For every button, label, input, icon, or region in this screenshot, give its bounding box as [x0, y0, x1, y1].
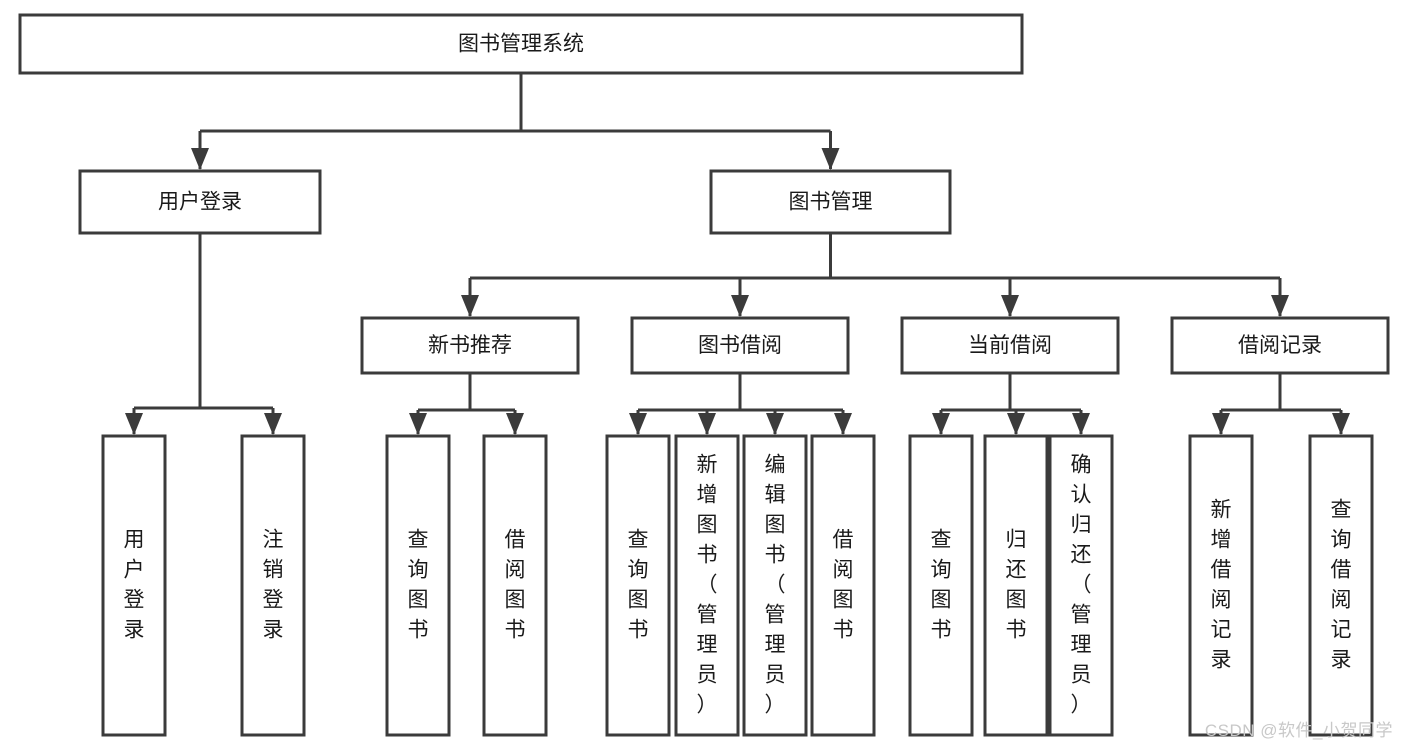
node-label-leaf-add-record: 新增借阅记录 [1211, 498, 1232, 671]
node-leaf-query-book-cur[interactable]: 查询图书 [908, 434, 974, 737]
node-label-leaf-query-book-rec: 查询图书 [408, 528, 429, 641]
arrow-head [834, 413, 852, 435]
arrow-head [629, 413, 647, 435]
arrow-head [932, 413, 950, 435]
node-label-user-login: 用户登录 [158, 191, 242, 214]
node-box-leaf-query-book-rec[interactable] [385, 434, 451, 737]
node-borrow-record[interactable]: 借阅记录 [1170, 316, 1390, 375]
node-box-leaf-add-record[interactable] [1188, 434, 1254, 737]
node-label-leaf-return-book: 归还图书 [1006, 528, 1027, 641]
arrow-head [766, 413, 784, 435]
node-label-leaf-query-book-borrow: 查询图书 [628, 528, 649, 641]
node-label-leaf-edit-book: 编辑图书（管理员） [765, 453, 786, 716]
node-user-login[interactable]: 用户登录 [78, 169, 322, 235]
node-label-book-manage: 图书管理 [789, 191, 873, 214]
node-box-leaf-confirm-return[interactable] [1048, 434, 1114, 737]
node-leaf-confirm-return[interactable]: 确认归还（管理员） [1048, 434, 1114, 737]
node-label-book-borrow: 图书借阅 [698, 334, 782, 357]
node-label-root: 图书管理系统 [458, 33, 584, 56]
node-box-new-book-rec[interactable] [360, 316, 580, 375]
node-leaf-return-book[interactable]: 归还图书 [983, 434, 1049, 737]
node-label-leaf-borrow-book: 借阅图书 [833, 528, 854, 641]
arrow-head [125, 413, 143, 435]
node-leaf-user-logout[interactable]: 注销登录 [240, 434, 306, 737]
arrow-head [461, 295, 479, 317]
node-label-leaf-query-record: 查询借阅记录 [1331, 498, 1352, 671]
node-label-leaf-user-logout: 注销登录 [263, 528, 284, 641]
node-box-leaf-query-record[interactable] [1308, 434, 1374, 737]
node-leaf-borrow-book[interactable]: 借阅图书 [810, 434, 876, 737]
arrow-head [698, 413, 716, 435]
node-box-leaf-user-logout[interactable] [240, 434, 306, 737]
nodes-layer: 图书管理系统用户登录图书管理新书推荐图书借阅当前借阅借阅记录用户登录注销登录查询… [18, 13, 1390, 737]
node-label-leaf-confirm-return: 确认归还（管理员） [1071, 453, 1092, 716]
arrow-head [1001, 295, 1019, 317]
node-box-book-borrow[interactable] [630, 316, 850, 375]
node-box-book-manage[interactable] [709, 169, 952, 235]
node-box-leaf-query-book-cur[interactable] [908, 434, 974, 737]
arrow-head [1271, 295, 1289, 317]
node-box-borrow-record[interactable] [1170, 316, 1390, 375]
node-book-manage[interactable]: 图书管理 [709, 169, 952, 235]
arrow-head [1072, 413, 1090, 435]
arrow-head [264, 413, 282, 435]
node-box-leaf-query-book-borrow[interactable] [605, 434, 671, 737]
node-label-leaf-user-login: 用户登录 [124, 528, 145, 641]
node-box-leaf-borrow-book-rec[interactable] [482, 434, 548, 737]
node-label-leaf-borrow-book-rec: 借阅图书 [505, 528, 526, 641]
node-leaf-borrow-book-rec[interactable]: 借阅图书 [482, 434, 548, 737]
node-book-borrow[interactable]: 图书借阅 [630, 316, 850, 375]
node-label-borrow-record: 借阅记录 [1238, 334, 1322, 357]
node-box-leaf-user-login[interactable] [101, 434, 167, 737]
watermark-text: CSDN @软件_小贺同学 [1204, 721, 1393, 740]
arrow-head [409, 413, 427, 435]
node-leaf-edit-book[interactable]: 编辑图书（管理员） [742, 434, 808, 737]
node-label-new-book-rec: 新书推荐 [428, 334, 512, 357]
node-box-user-login[interactable] [78, 169, 322, 235]
node-current-borrow[interactable]: 当前借阅 [900, 316, 1120, 375]
node-box-leaf-borrow-book[interactable] [810, 434, 876, 737]
node-leaf-user-login[interactable]: 用户登录 [101, 434, 167, 737]
node-label-leaf-add-book: 新增图书（管理员） [697, 453, 718, 716]
node-label-current-borrow: 当前借阅 [968, 334, 1052, 357]
node-box-current-borrow[interactable] [900, 316, 1120, 375]
node-leaf-query-record[interactable]: 查询借阅记录 [1308, 434, 1374, 737]
node-root[interactable]: 图书管理系统 [18, 13, 1024, 75]
arrow-head [821, 148, 840, 170]
node-box-leaf-add-book[interactable] [674, 434, 740, 737]
node-box-root[interactable] [18, 13, 1024, 75]
arrow-head [506, 413, 524, 435]
node-leaf-add-record[interactable]: 新增借阅记录 [1188, 434, 1254, 737]
node-box-leaf-return-book[interactable] [983, 434, 1049, 737]
node-label-leaf-query-book-cur: 查询图书 [931, 528, 952, 641]
node-leaf-query-book-rec[interactable]: 查询图书 [385, 434, 451, 737]
arrow-head [1332, 413, 1350, 435]
arrow-head [1212, 413, 1230, 435]
connectors-layer [125, 73, 1350, 435]
arrow-head [191, 148, 209, 170]
node-leaf-query-book-borrow[interactable]: 查询图书 [605, 434, 671, 737]
node-box-leaf-edit-book[interactable] [742, 434, 808, 737]
arrow-head [1007, 413, 1025, 435]
node-leaf-add-book[interactable]: 新增图书（管理员） [674, 434, 740, 737]
node-new-book-rec[interactable]: 新书推荐 [360, 316, 580, 375]
arrow-head [731, 295, 749, 317]
